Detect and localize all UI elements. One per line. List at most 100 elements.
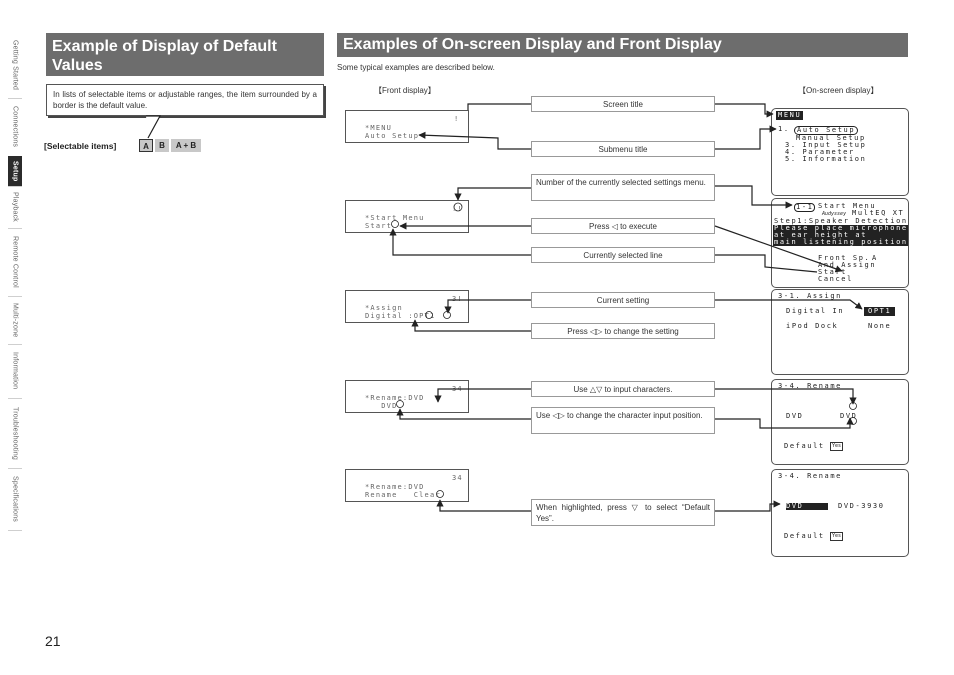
default-value-note: In lists of selectable items or adjustab… — [46, 84, 324, 116]
sidebar-tab-label: Specifications — [11, 476, 19, 522]
leader-screen-title-front — [467, 103, 531, 110]
front-number-circle — [453, 202, 463, 212]
osd-step: Step1:Speaker Detection — [774, 217, 908, 225]
sidebar-tab-label: Connections — [11, 106, 19, 148]
sidebar-tab-label: Getting Started — [11, 39, 19, 91]
section-title-examples: Examples of On-screen Display and Front … — [337, 33, 908, 57]
osd-dvd-label: DVD — [786, 503, 828, 510]
leader-setting-osd — [715, 299, 863, 310]
osd-dvd-value: DVD-3930 — [838, 502, 885, 510]
osd-brand-product: MultEQ XT — [852, 209, 905, 217]
front-display-line1: *Start Menu — [365, 214, 425, 222]
osd-digital-value: OPT1 — [864, 307, 896, 316]
osd-speaker-a: A — [872, 254, 878, 262]
osd-line-2: Manual Setup — [796, 134, 866, 142]
leader-updown-osd — [715, 388, 857, 405]
osd-line-3: 3. Input Setup — [785, 141, 867, 149]
leader-number-front — [454, 187, 531, 201]
osd-title: 3-4. Rename — [778, 382, 842, 390]
sidebar-tab-troubleshooting[interactable]: Troubleshooting — [8, 398, 22, 469]
osd-title: Start Menu — [818, 202, 877, 210]
sidebar-tab-label: Remote Control — [11, 236, 19, 288]
osd-dvd-label: DVD — [786, 412, 804, 420]
osd-start: Start — [818, 268, 848, 276]
sidebar-tab-multi-zone[interactable]: Multi-zone — [8, 296, 22, 345]
osd-menu: MENU 1. Auto Setup Manual Setup 3. Input… — [771, 108, 909, 196]
osd-brand: Audyssey — [822, 211, 847, 217]
sidebar-tab-setup[interactable]: Setup — [8, 156, 22, 187]
leader-leftright-front — [396, 408, 531, 420]
osd-down-circle — [849, 417, 857, 425]
front-display-line2: Start — [365, 222, 393, 230]
note-pointer — [146, 115, 162, 139]
osd-title: 3-1. Assign — [778, 292, 842, 300]
leader-leftright-osd — [715, 417, 854, 429]
osd-ipod-value: None — [868, 322, 892, 330]
leader-execute-osd — [714, 225, 843, 273]
leader-default-osd — [715, 500, 781, 512]
callout-use-updown: Use △▽ to input characters. — [531, 381, 715, 397]
sidebar-tab-information[interactable]: Information — [8, 344, 22, 399]
sidebar-tab-getting-started[interactable]: Getting Started — [8, 32, 22, 99]
osd-message-3: main listening position. — [773, 238, 914, 246]
leader-selected-osd — [715, 254, 818, 273]
osd-yes-box: Yes — [830, 442, 844, 451]
osd-up-circle — [849, 402, 857, 410]
osd-line-5: 5. Information — [785, 155, 867, 163]
front-display-label: 【Front display】 — [374, 86, 436, 95]
callout-current-setting: Current setting — [531, 292, 715, 308]
sidebar-tab-specifications[interactable]: Specifications — [8, 468, 22, 531]
front-display-line2: Auto Setup — [365, 132, 420, 140]
sidebar-tab-label: Multi-zone — [11, 302, 19, 338]
osd-rename-default: 3-4. Rename DVD DVD-3930 Default Yes — [771, 469, 909, 557]
osd-assign: 3-1. Assign Digital In OPT1 iPod Dock No… — [771, 289, 909, 375]
leader-submenu-osd — [715, 125, 777, 150]
section-title-default-values: Example of Display of Default Values — [46, 33, 324, 76]
leader-selected-front — [389, 228, 531, 256]
osd-selected-line: Auto Setup — [794, 126, 859, 135]
callout-selected-line: Currently selected line — [531, 247, 715, 263]
front-display-assign: *Assign Digital :OPT1 3! — [345, 290, 469, 323]
front-display-line2: Rename Clear — [365, 491, 441, 499]
leader-submenu-front — [418, 131, 531, 150]
front-display-menu: *MENU Auto Setup ! — [345, 110, 469, 143]
front-clear-circle — [436, 490, 444, 498]
front-display-rename-clear: *Rename:DVD Rename Clear 34 — [345, 469, 469, 502]
front-display-line2: Digital :OPT1 — [365, 312, 436, 320]
osd-default: Default — [784, 532, 825, 540]
osd-cancel: Cancel — [818, 275, 853, 283]
front-display-number: !! — [452, 205, 463, 213]
leader-change-front — [411, 319, 531, 332]
sidebar-tab-remote-control[interactable]: Remote Control — [8, 228, 22, 297]
osd-title: MENU — [776, 111, 804, 120]
front-display-line1: *MENU — [365, 124, 393, 132]
onscreen-display-label: 【On-screen display】 — [798, 86, 879, 95]
front-char-circle — [396, 400, 404, 408]
leader-default-front — [436, 499, 531, 512]
callout-use-leftright: Use ◁▷ to change the character input pos… — [531, 407, 715, 434]
osd-front-sp: Front Sp. — [818, 254, 871, 262]
front-display-number: ! — [454, 115, 460, 123]
front-display-number: 3! — [452, 295, 463, 303]
leader-updown-front — [434, 388, 531, 403]
front-display-number: 34 — [452, 474, 463, 482]
front-display-line1: *Assign — [365, 304, 403, 312]
osd-message-2: at ear height at — [773, 232, 908, 239]
osd-head: 1-1 — [794, 203, 816, 212]
selectable-item-a-b: A + B — [171, 139, 201, 152]
selectable-item-a: A — [139, 139, 153, 152]
osd-cursor-number: 1. — [778, 125, 790, 133]
front-display-rename: *Rename:DVD DVD 34 — [345, 380, 469, 413]
osd-default: Default — [784, 442, 825, 450]
sidebar-tab-label: Information — [11, 352, 19, 390]
sidebar-tab-label: Playback — [11, 191, 19, 222]
sidebar-tab-label: Troubleshooting — [11, 406, 19, 460]
osd-message-1: Please place microphone — [773, 224, 908, 232]
osd-digital-in: Digital In — [786, 307, 845, 315]
sidebar-tab-playback[interactable]: Playback — [8, 186, 22, 229]
leader-setting-front — [444, 299, 531, 314]
front-right-arrow-circle — [443, 311, 451, 319]
leader-number-osd — [715, 185, 793, 209]
osd-title: 3-4. Rename — [778, 472, 842, 480]
